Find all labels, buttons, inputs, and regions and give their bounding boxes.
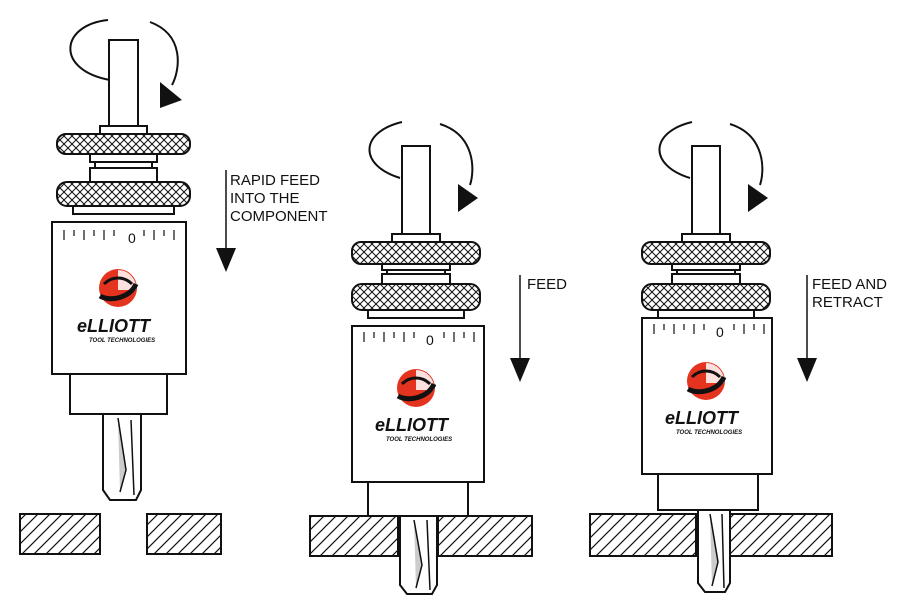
tool-collar (657, 473, 759, 511)
workpiece-right (146, 513, 222, 555)
tool-body (351, 325, 485, 483)
down-arrow (797, 275, 817, 382)
workpiece-left (309, 515, 399, 557)
clockwise-arrow-icon (658, 121, 768, 212)
tool-2: 0 eLLIOTT TOOL TECHNOLOGIES FEED (309, 121, 567, 595)
dial-scale (653, 324, 765, 334)
down-arrow (216, 170, 236, 272)
tool-collar (367, 481, 469, 517)
dial-zero-mark: 0 (426, 332, 434, 348)
workpiece-right (725, 513, 833, 557)
dial-zero-mark: 0 (128, 230, 136, 246)
brand-name: eLLIOTT (665, 408, 740, 428)
workpiece-right (437, 515, 533, 557)
dial-scale (363, 332, 475, 342)
tool-shank (401, 145, 431, 235)
workpiece-left (589, 513, 697, 557)
knurled-nut-upper (351, 241, 481, 265)
tool-label-line-1: RAPID FEED (230, 172, 320, 189)
brand-subtitle: TOOL TECHNOLOGIES (676, 430, 742, 436)
brand-subtitle: TOOL TECHNOLOGIES (89, 338, 155, 344)
knurled-nut-lower (641, 283, 771, 311)
tool-label-line-2: RETRACT (812, 294, 883, 311)
clockwise-arrow-icon (368, 121, 478, 212)
tool-shank (691, 145, 721, 235)
tool-label-line-3: COMPONENT (230, 208, 328, 225)
knurled-nut-upper (641, 241, 771, 265)
knurled-nut-upper (56, 133, 191, 155)
knurled-nut-lower (351, 283, 481, 311)
dial-scale (63, 230, 175, 240)
elliott-logo-icon (396, 369, 437, 407)
workpiece-left (19, 513, 101, 555)
cutter-blade (399, 515, 438, 595)
tool-label-line-1: FEED (527, 276, 567, 293)
brand-name: eLLIOTT (77, 316, 152, 336)
tool-label-line-2: INTO THE (230, 190, 299, 207)
elliott-logo-icon (98, 269, 139, 307)
clockwise-arrow-icon (69, 19, 182, 108)
cutter-blade (697, 509, 731, 593)
tool-1: 0 eLLIOTT TOOL TECHNOLOGIES RAPID FEED I… (19, 19, 328, 555)
brand-subtitle: TOOL TECHNOLOGIES (386, 437, 452, 443)
tool-3: 0 eLLIOTT TOOL TECHNOLOGIES FEED AND RET… (589, 121, 887, 593)
cutter-blade (102, 413, 142, 501)
down-arrow (510, 275, 530, 382)
tool-collar (69, 373, 168, 415)
elliott-logo-icon (686, 362, 727, 400)
knurled-nut-lower (56, 181, 191, 207)
tool-label-line-1: FEED AND (812, 276, 887, 293)
tool-shank (108, 39, 139, 129)
brand-name: eLLIOTT (375, 415, 450, 435)
dial-zero-mark: 0 (716, 324, 724, 340)
